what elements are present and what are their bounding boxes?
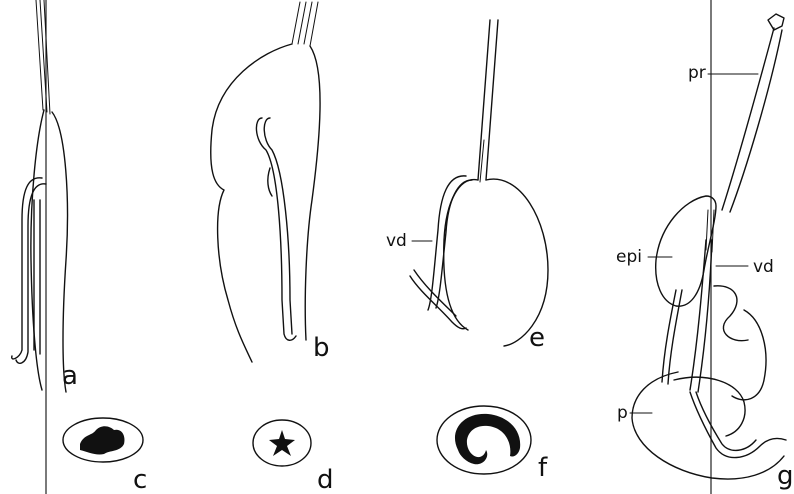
panel-g-drawing <box>632 14 786 479</box>
panel-d-label: d <box>317 465 334 494</box>
panel-g-epi-label: epi <box>616 247 642 267</box>
panel-g-p-label: p <box>617 403 628 423</box>
panel-e-vd-label: vd <box>386 231 407 251</box>
panel-c-lumen <box>80 426 125 454</box>
panel-c-drawing <box>63 418 143 462</box>
panel-f-crescent-lumen <box>455 414 520 464</box>
panel-a-drawing <box>12 0 68 392</box>
panel-c-label: c <box>133 465 147 494</box>
panel-e-drawing <box>410 20 548 346</box>
panel-d-drawing <box>253 420 311 466</box>
panel-f-label: f <box>538 453 548 483</box>
panel-g-vd-label: vd <box>753 257 774 277</box>
panel-b-drawing <box>211 2 320 362</box>
panel-b-label: b <box>313 333 330 363</box>
panel-g-label: g <box>777 461 794 491</box>
panel-e-label: e <box>529 323 545 353</box>
panel-f-drawing <box>437 406 531 474</box>
panel-g-pr-label: pr <box>688 63 706 83</box>
panel-a-label: a <box>62 361 78 391</box>
panel-d-star-lumen <box>269 430 295 456</box>
